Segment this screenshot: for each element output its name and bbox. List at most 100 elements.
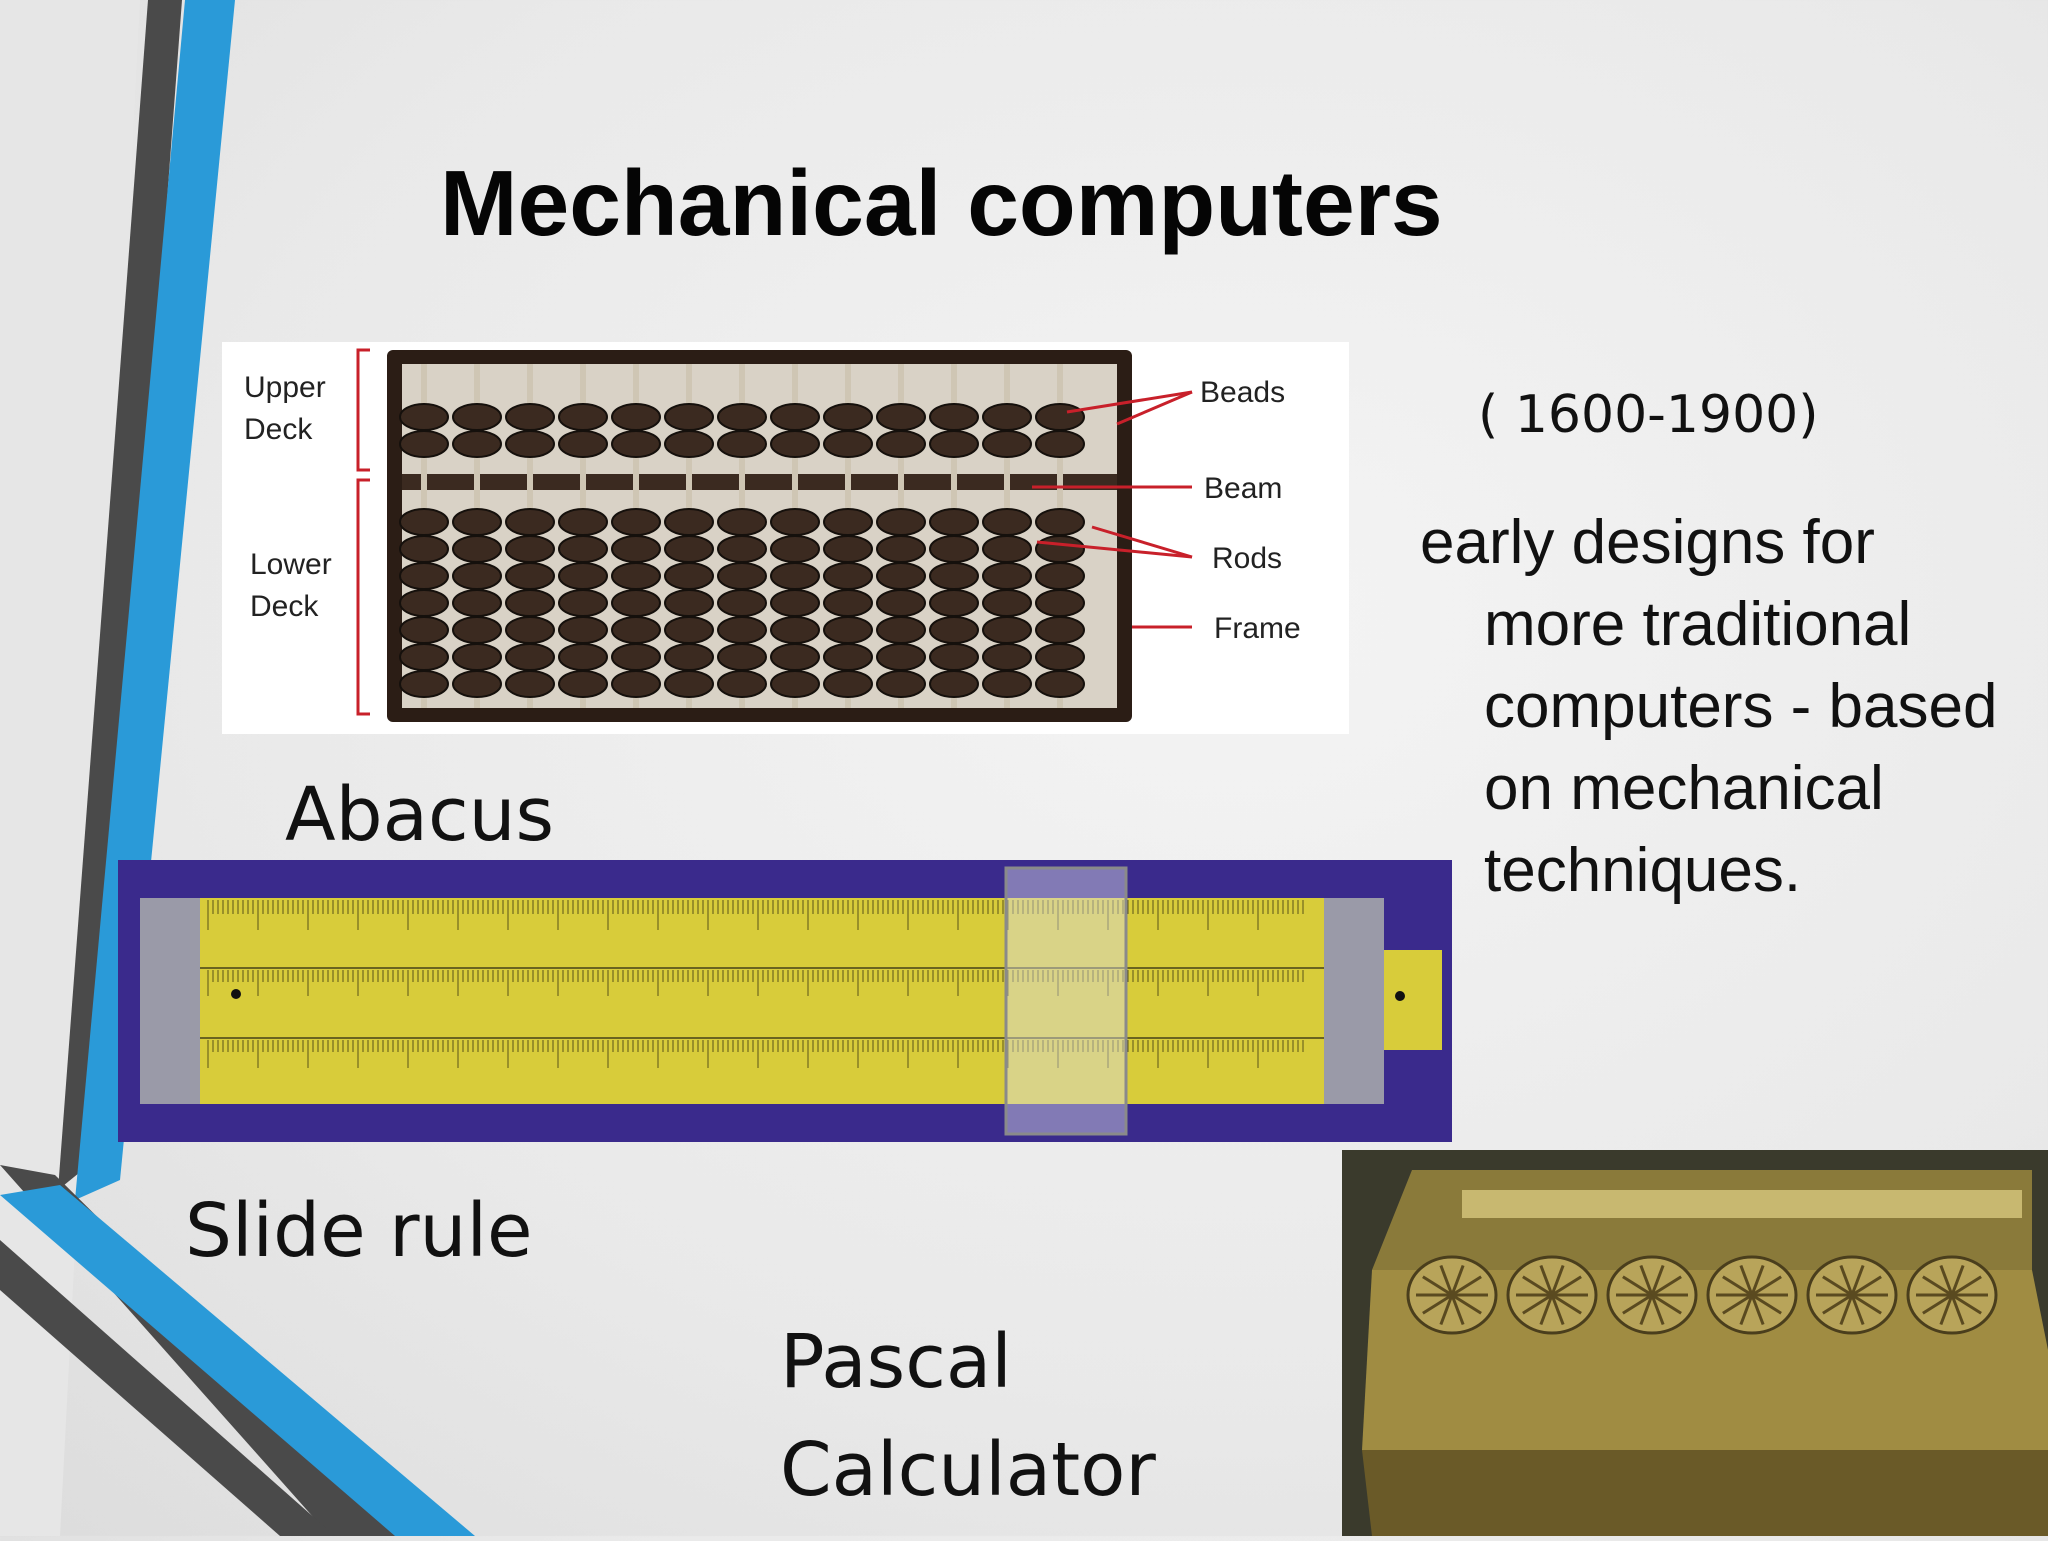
abacus-bead: [982, 430, 1032, 458]
pascal-wheel-spoke: [1539, 1294, 1554, 1326]
abacus-bead: [558, 589, 608, 617]
upper-deck-label-1: Upper: [244, 371, 326, 404]
abacus-bead: [505, 643, 555, 671]
abacus-bead: [664, 562, 714, 590]
pascal-wheel-spoke: [1922, 1293, 1953, 1315]
abacus-bead: [717, 535, 767, 563]
pascal-wheel-spoke: [1650, 1264, 1665, 1296]
abacus-bead: [558, 616, 608, 644]
abacus-bead: [452, 508, 502, 536]
pascal-wheel-spoke: [1739, 1294, 1754, 1326]
abacus-bead: [611, 508, 661, 536]
pascal-wheel-spoke: [1722, 1275, 1753, 1297]
abacus-bead: [558, 562, 608, 590]
pascal-wheel-spoke: [1639, 1294, 1654, 1326]
abacus-bead: [1035, 535, 1085, 563]
abacus-bead: [929, 670, 979, 698]
abacus-bead: [399, 430, 449, 458]
abacus-bead: [717, 643, 767, 671]
abacus-bead: [399, 589, 449, 617]
abacus-bead: [452, 430, 502, 458]
abacus-bead: [664, 643, 714, 671]
abacus-bead: [770, 643, 820, 671]
pascal-wheel-spoke: [1622, 1275, 1653, 1297]
abacus-bead: [929, 535, 979, 563]
pascal-wheel-spoke: [1551, 1293, 1582, 1315]
pascal-wheel-spoke: [1450, 1294, 1465, 1326]
abacus-bead: [876, 670, 926, 698]
abacus-bead: [1035, 589, 1085, 617]
abacus-bead: [929, 643, 979, 671]
pascal-wheel-spoke: [1722, 1293, 1753, 1315]
abacus-bead: [1035, 643, 1085, 671]
pascal-wheel-spoke: [1922, 1275, 1953, 1297]
pascal-wheel-spoke: [1850, 1294, 1865, 1326]
pascal-wheel-spoke: [1422, 1275, 1453, 1297]
pascal-wheel-spoke: [1750, 1264, 1765, 1296]
pascal-wheel-spoke: [1950, 1294, 1965, 1326]
pascal-wheel-spoke: [1539, 1264, 1554, 1296]
pascal-wheel-spoke: [1950, 1264, 1965, 1296]
pascal-calculator-image: [1342, 1150, 2048, 1536]
abacus-bead: [823, 508, 873, 536]
abacus-bead: [1035, 670, 1085, 698]
abacus-bead: [982, 508, 1032, 536]
abacus-bead: [558, 403, 608, 431]
abacus-bead: [982, 643, 1032, 671]
abacus-bead: [876, 643, 926, 671]
abacus-bead: [770, 535, 820, 563]
abacus-bead: [505, 430, 555, 458]
abacus-bead: [558, 643, 608, 671]
abacus-bead: [505, 589, 555, 617]
pascal-wheel-spoke: [1422, 1293, 1453, 1315]
pascal-wheel-spoke: [1851, 1275, 1882, 1297]
abacus-bead: [770, 562, 820, 590]
abacus-bead: [1035, 430, 1085, 458]
abacus-bead: [558, 508, 608, 536]
abacus-bead: [611, 562, 661, 590]
abacus-bead: [717, 403, 767, 431]
abacus-bead: [399, 508, 449, 536]
abacus-bead: [1035, 508, 1085, 536]
frame-label: Frame: [1214, 612, 1301, 645]
abacus-bead: [611, 643, 661, 671]
abacus-bead: [823, 616, 873, 644]
abacus-bead: [664, 616, 714, 644]
pascal-wheel-spoke: [1650, 1294, 1665, 1326]
upper-deck-label-2: Deck: [244, 413, 313, 446]
abacus-bead: [876, 430, 926, 458]
abacus-bead: [452, 643, 502, 671]
abacus-bead: [770, 430, 820, 458]
pascal-caption: Pascal Calculator: [780, 1308, 1156, 1524]
abacus-bead: [399, 535, 449, 563]
abacus-bead: [558, 430, 608, 458]
abacus-bead: [399, 670, 449, 698]
abacus-bead: [929, 589, 979, 617]
abacus-bead: [982, 403, 1032, 431]
abacus-bead: [558, 670, 608, 698]
pascal-wheel-spoke: [1551, 1275, 1582, 1297]
abacus-bead: [823, 562, 873, 590]
abacus-bead: [876, 589, 926, 617]
abacus-bead: [823, 643, 873, 671]
pascal-wheel-spoke: [1939, 1294, 1954, 1326]
pascal-wheel-spoke: [1522, 1293, 1553, 1315]
abacus-bead: [823, 670, 873, 698]
abacus-bead: [1035, 562, 1085, 590]
beads-label: Beads: [1200, 376, 1285, 409]
pascal-wheel-spoke: [1951, 1293, 1982, 1315]
abacus-bead: [770, 670, 820, 698]
abacus-bead: [664, 403, 714, 431]
abacus-bead: [505, 562, 555, 590]
abacus-bead: [399, 403, 449, 431]
abacus-bead: [452, 535, 502, 563]
abacus-bead: [876, 508, 926, 536]
abacus-bead: [929, 616, 979, 644]
pascal-wheel-spoke: [1651, 1275, 1682, 1297]
slide-rule-caption: Slide rule: [185, 1188, 533, 1274]
pascal-wheel-spoke: [1750, 1294, 1765, 1326]
abacus-bead: [664, 670, 714, 698]
abacus-bead: [770, 589, 820, 617]
abacus-bead: [929, 508, 979, 536]
pascal-wheel-spoke: [1450, 1264, 1465, 1296]
